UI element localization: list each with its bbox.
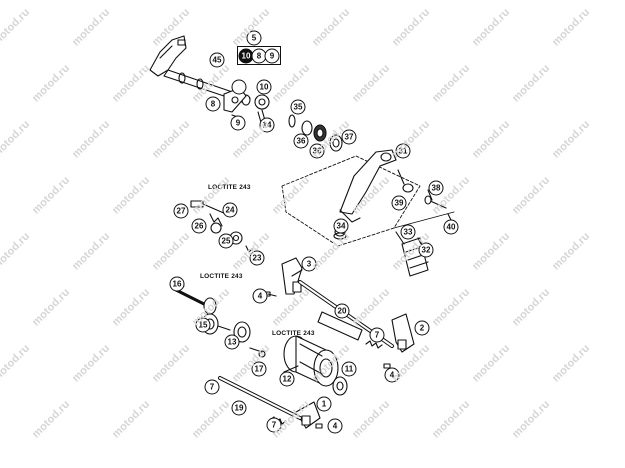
callout-4: 4 — [252, 288, 268, 304]
callout-7-b: 7 — [204, 379, 220, 395]
callout-12: 12 — [279, 371, 295, 387]
callout-kit-5: 5 — [246, 30, 262, 46]
callout-14: 14 — [259, 117, 275, 133]
callout-7: 7 — [369, 327, 385, 343]
callout-39: 38 — [428, 180, 444, 196]
loctite-label-2: LOCTITE 243 — [200, 273, 243, 280]
callout-4-c: 4 — [327, 418, 343, 434]
shift-arm — [334, 149, 447, 237]
callout-4-b: 4 — [384, 367, 400, 383]
guide-rod-lower-inner — [219, 377, 301, 419]
callout-25: 25 — [218, 233, 234, 249]
callout-16: 16 — [169, 276, 185, 292]
shaft-bearings — [288, 114, 343, 152]
callout-34: 34 — [333, 218, 349, 234]
callout-7-c: 7 — [266, 417, 282, 433]
callout-23: 23 — [249, 250, 265, 266]
shift-drum — [283, 335, 348, 396]
callout-9: 9 — [230, 115, 246, 131]
callout-24: 24 — [222, 202, 238, 218]
callout-30-hidden — [231, 79, 247, 95]
callout-17: 17 — [251, 361, 267, 377]
callout-19: 19 — [231, 400, 247, 416]
loctite-label-3: LOCTITE 243 — [272, 330, 315, 337]
callout-8: 8 — [205, 96, 221, 112]
callout-15: 15 — [195, 317, 211, 333]
callout-36-b: 36 — [309, 143, 325, 159]
callout-31: 31 — [395, 143, 411, 159]
callout-2: 2 — [414, 320, 430, 336]
callout-10: 10 — [256, 79, 272, 95]
repair-kit-box — [237, 46, 281, 65]
callout-36: 36 — [293, 133, 309, 149]
callout-33: 33 — [400, 224, 416, 240]
callout-13: 13 — [224, 334, 240, 350]
callout-27: 27 — [173, 203, 189, 219]
callout-32: 32 — [418, 242, 434, 258]
shift-fork-lower — [295, 401, 321, 429]
callout-26: 26 — [191, 218, 207, 234]
callout-3: 3 — [301, 256, 317, 272]
callout-38: 39 — [391, 195, 407, 211]
callout-20: 20 — [334, 303, 350, 319]
callout-37: 37 — [341, 129, 357, 145]
loctite-label-1: LOCTITE 243 — [208, 184, 251, 191]
callout-1: 1 — [316, 396, 332, 412]
callout-40: 40 — [443, 219, 459, 235]
callout-11: 11 — [341, 361, 357, 377]
shift-fork-right — [391, 313, 415, 353]
callout-kit-item-9: 9 — [264, 48, 280, 64]
callout-35: 35 — [290, 99, 306, 115]
callout-45: 45 — [209, 52, 225, 68]
